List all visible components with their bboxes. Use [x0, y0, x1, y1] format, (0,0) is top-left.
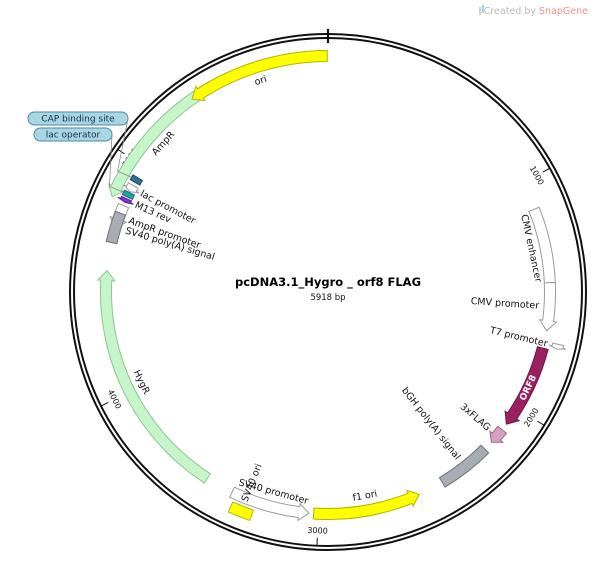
callout-label-lac-operator: lac operator	[46, 131, 101, 141]
feature-shape-lac-promoter[interactable]	[123, 182, 140, 194]
tick-label: 2000	[522, 406, 540, 428]
callout-cap-site[interactable]: CAP binding site	[27, 111, 132, 178]
feature-shape-orf8[interactable]	[504, 346, 549, 425]
feature-label-orf8: ORF8	[518, 374, 539, 403]
callout-label-cap-site: CAP binding site	[41, 115, 115, 125]
feature-ori[interactable]: ori	[191, 49, 328, 102]
credit-prefix: Created by	[483, 6, 540, 17]
backbone-inner-circle	[73, 37, 583, 547]
feature-t7-promoter[interactable]: T7 promoter	[488, 325, 566, 350]
feature-shape-hygr[interactable]	[96, 269, 212, 484]
feature-label-t7-promoter: T7 promoter	[488, 325, 549, 350]
snapgene-credit: Created by SnapGene	[478, 6, 588, 17]
feature-shape-f1-ori[interactable]	[312, 489, 420, 520]
tick-mark	[542, 167, 551, 173]
credit-brand: SnapGene	[539, 6, 588, 17]
callout-layer: CAP binding site lac operator	[27, 111, 132, 193]
tick-mark	[100, 401, 109, 407]
feature-label-cmv-promoter: CMV promoter	[470, 296, 539, 312]
feature-shape-sv40-ori[interactable]	[227, 501, 254, 522]
feature-shape-sv40-polya[interactable]	[105, 210, 127, 245]
feature-lac-operator[interactable]	[121, 189, 136, 201]
feature-shape-m13-rev[interactable]	[117, 195, 134, 205]
feature-shape-sv40-promoter[interactable]	[228, 486, 310, 522]
callout-leader-lac-operator	[109, 134, 124, 193]
snapgene-logo-icon	[478, 7, 481, 15]
tick-label: 3000	[307, 526, 328, 536]
feature-label-3xflag: 3xFLAG	[458, 402, 493, 434]
feature-shape-lac-operator[interactable]	[121, 189, 136, 201]
feature-cmv-promoter[interactable]: CMV promoter	[470, 281, 558, 332]
feature-cap-site[interactable]	[129, 174, 144, 186]
feature-f1-ori[interactable]: f1 ori	[312, 489, 420, 520]
feature-shape-t7-promoter[interactable]	[549, 342, 566, 350]
feature-shape-ori[interactable]	[191, 49, 328, 102]
feature-shape-3xflag[interactable]	[489, 425, 508, 443]
feature-hygr[interactable]: HygR	[96, 269, 212, 484]
feature-cmv-enhancer[interactable]: CMV enhancer	[518, 206, 556, 284]
tick-label: 1000	[528, 164, 546, 186]
feature-shape-bgh-polya[interactable]	[438, 444, 490, 488]
feature-bgh-polya[interactable]: bGH poly(A) signal	[399, 385, 490, 488]
feature-label-f1-ori: f1 ori	[352, 489, 378, 504]
tick-mark	[537, 420, 545, 426]
backbone-outer-circle	[69, 33, 587, 551]
feature-orf8[interactable]: ORF8	[504, 346, 549, 425]
callout-lac-operator[interactable]: lac operator	[33, 127, 124, 193]
feature-label-bgh-polya: bGH poly(A) signal	[399, 385, 462, 462]
plasmid-name: pcDNA3.1_Hygro _ orf8 FLAG	[235, 275, 421, 290]
tick-label: 4000	[106, 388, 123, 410]
feature-3xflag[interactable]: 3xFLAG	[458, 402, 508, 443]
plasmid-size: 5918 bp	[310, 293, 345, 303]
feature-label-ori: ori	[253, 74, 268, 88]
feature-shape-cap-site[interactable]	[129, 174, 144, 186]
feature-shape-cmv-promoter[interactable]	[538, 281, 558, 332]
callout-leader-cap-site	[117, 118, 132, 178]
plasmid-backbone	[69, 29, 587, 551]
